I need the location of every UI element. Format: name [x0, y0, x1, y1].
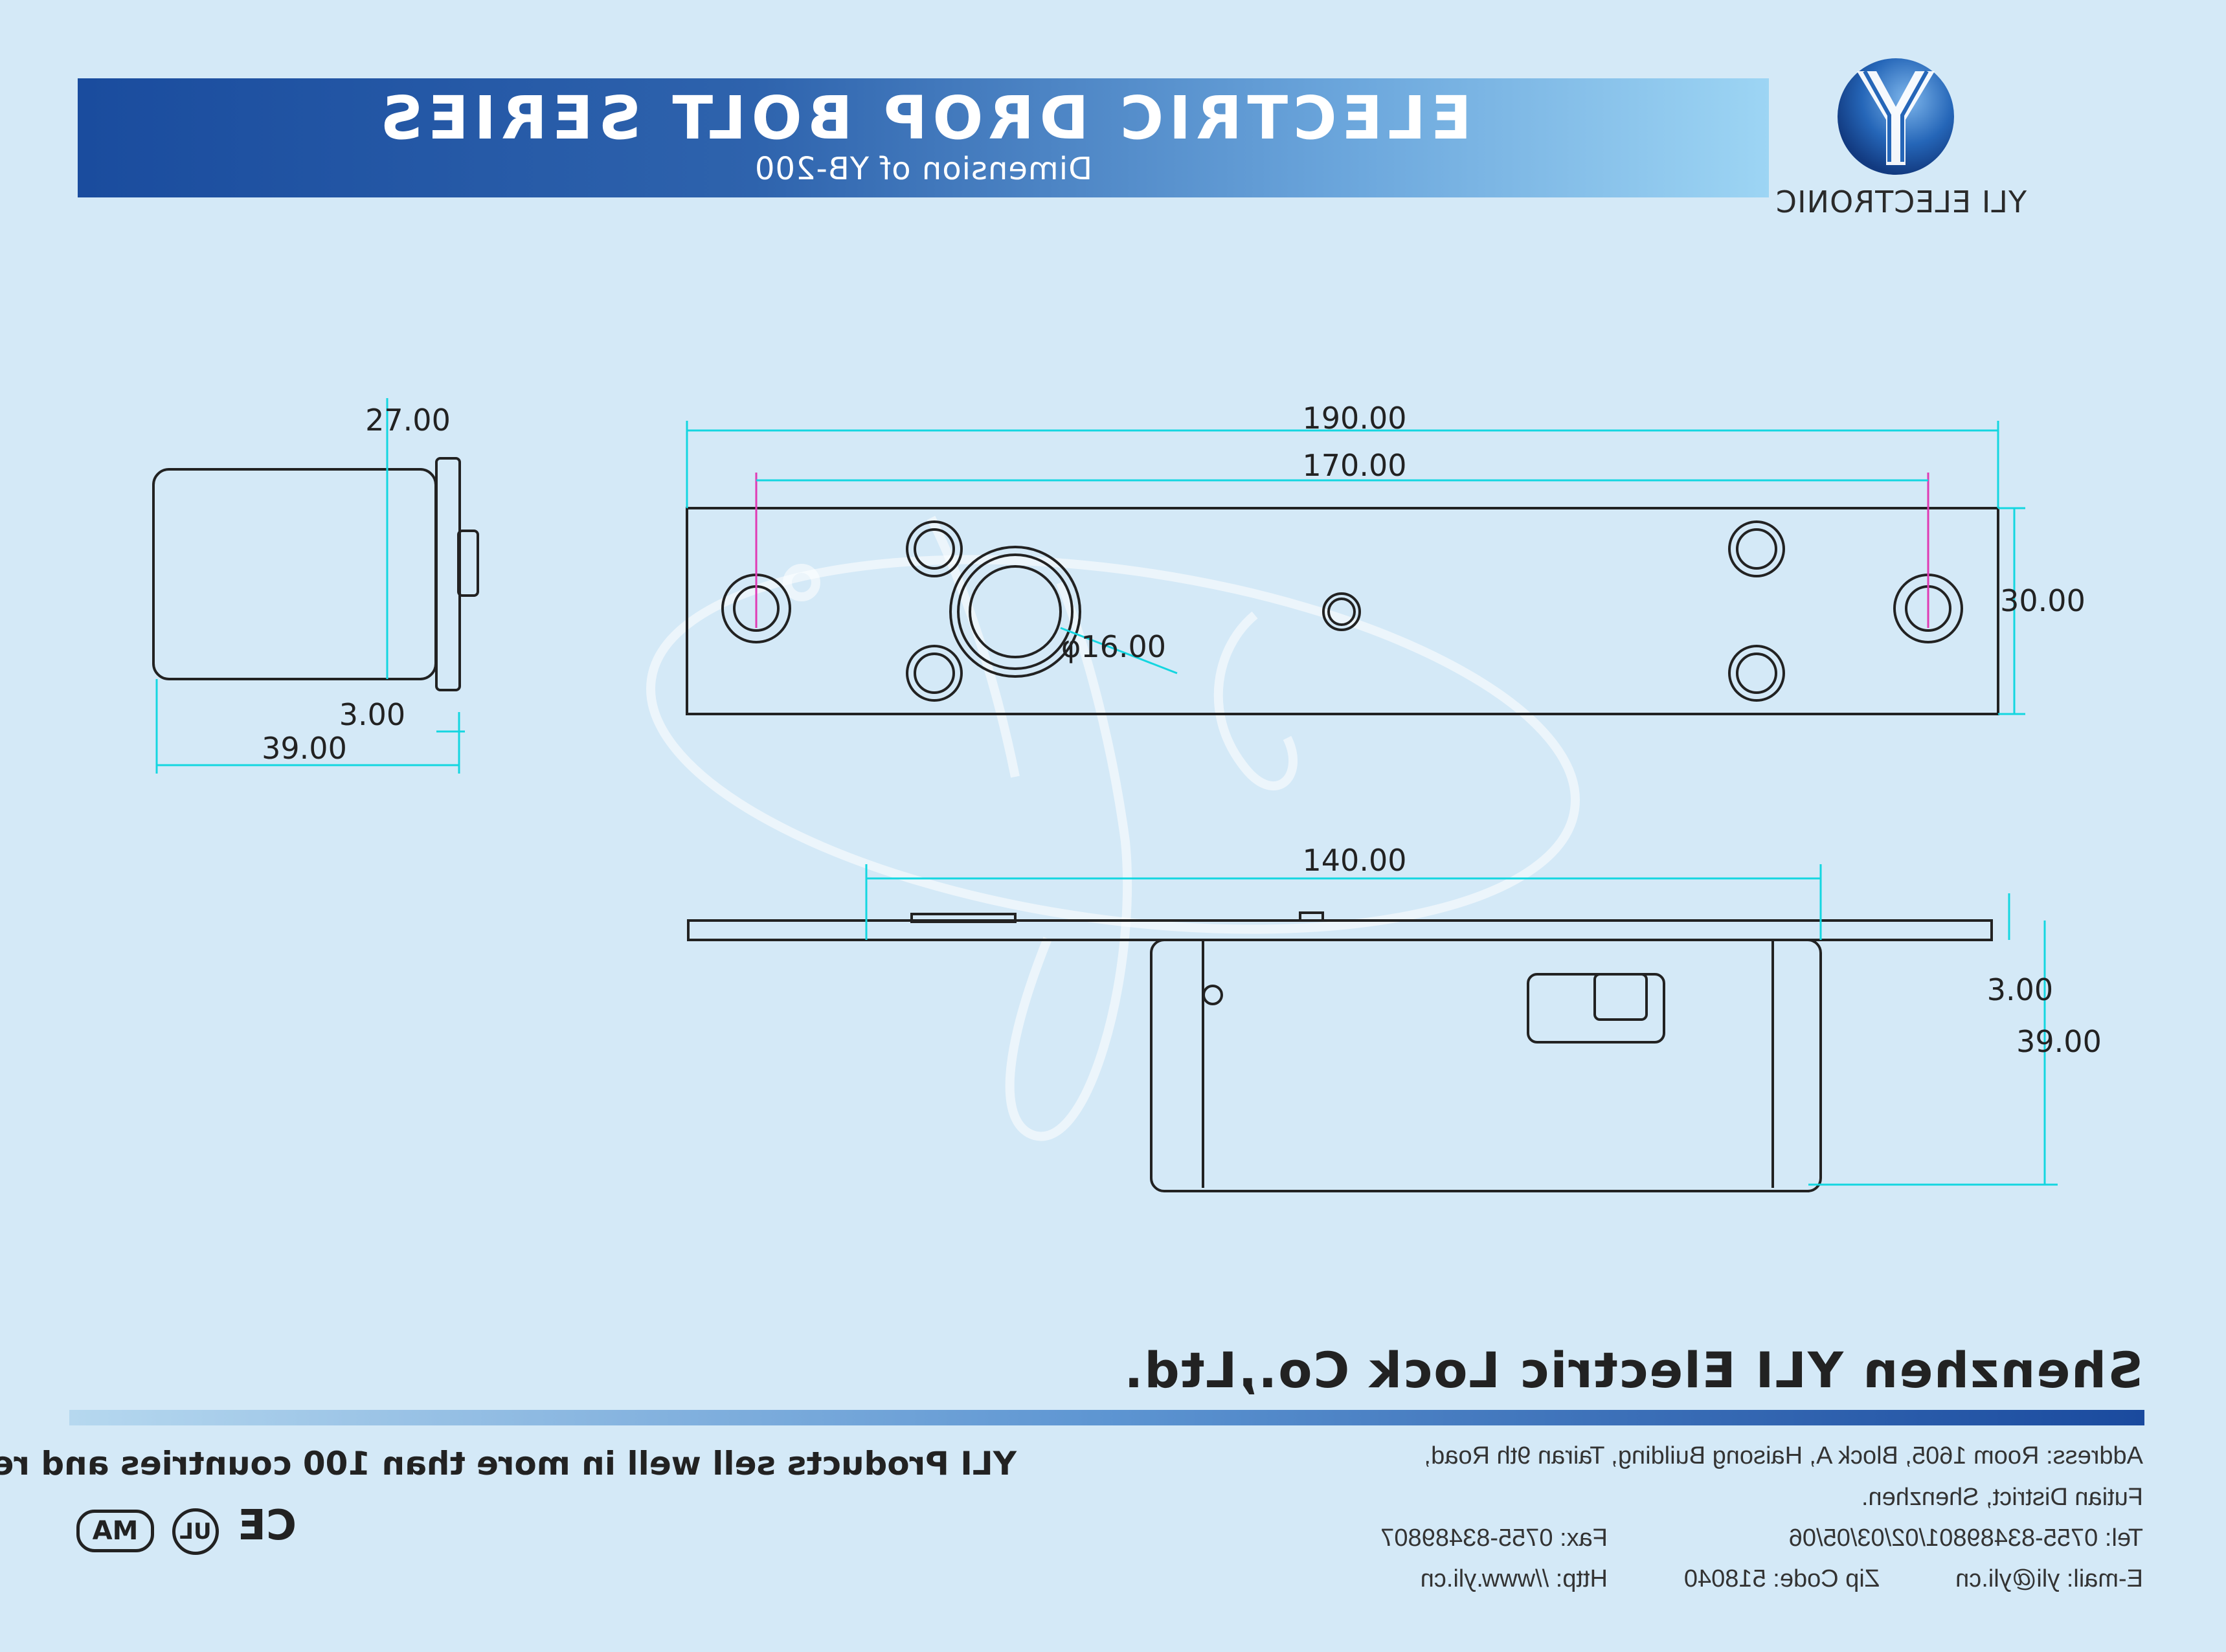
dim-label: 39.00	[262, 731, 347, 766]
website-link[interactable]: Http: //www.yli.cn	[1420, 1565, 1608, 1592]
cma-mark-icon: MA	[76, 1510, 154, 1552]
dim-label: 27.00	[365, 403, 451, 438]
yli-logo-icon	[1838, 58, 1954, 175]
top-view	[686, 421, 2025, 715]
yli-watermark	[646, 515, 1580, 1141]
dim-label: 140.00	[1303, 843, 1407, 878]
dim-label: 190.00	[1303, 401, 1407, 436]
slogan: YLI Products sell well in more than 100 …	[0, 1445, 1017, 1482]
zip-code: Zip Code: 518040	[1683, 1565, 1880, 1592]
email-link[interactable]: E-mail: yli@yli.cn	[1955, 1565, 2143, 1592]
fax: Fax: 0755-83489807	[1380, 1524, 1608, 1552]
telephone: Tel: 0755-83489801/02/03/05/06	[1788, 1524, 2143, 1552]
dim-label: 170.00	[1303, 448, 1407, 483]
ce-mark-icon: CE	[238, 1502, 297, 1550]
dim-label: 39.00	[2016, 1024, 2102, 1059]
company-name: Shenzhen YLI Electric Lock Co.,Ltd.	[1123, 1341, 2143, 1399]
address-line1: Address: Room 1605, Block A, Haisong Bui…	[1424, 1442, 2143, 1469]
dim-label: 3.00	[1987, 972, 2053, 1007]
dim-label: φ16.00	[1061, 629, 1166, 664]
side-view	[152, 398, 479, 774]
address-line2: Futian District, Shenzhen.	[1861, 1484, 2143, 1511]
ul-mark-icon: UL	[172, 1508, 219, 1555]
front-view	[687, 864, 2058, 1192]
dim-label: 3.00	[339, 697, 405, 732]
dim-label: 30.00	[2000, 583, 2085, 618]
